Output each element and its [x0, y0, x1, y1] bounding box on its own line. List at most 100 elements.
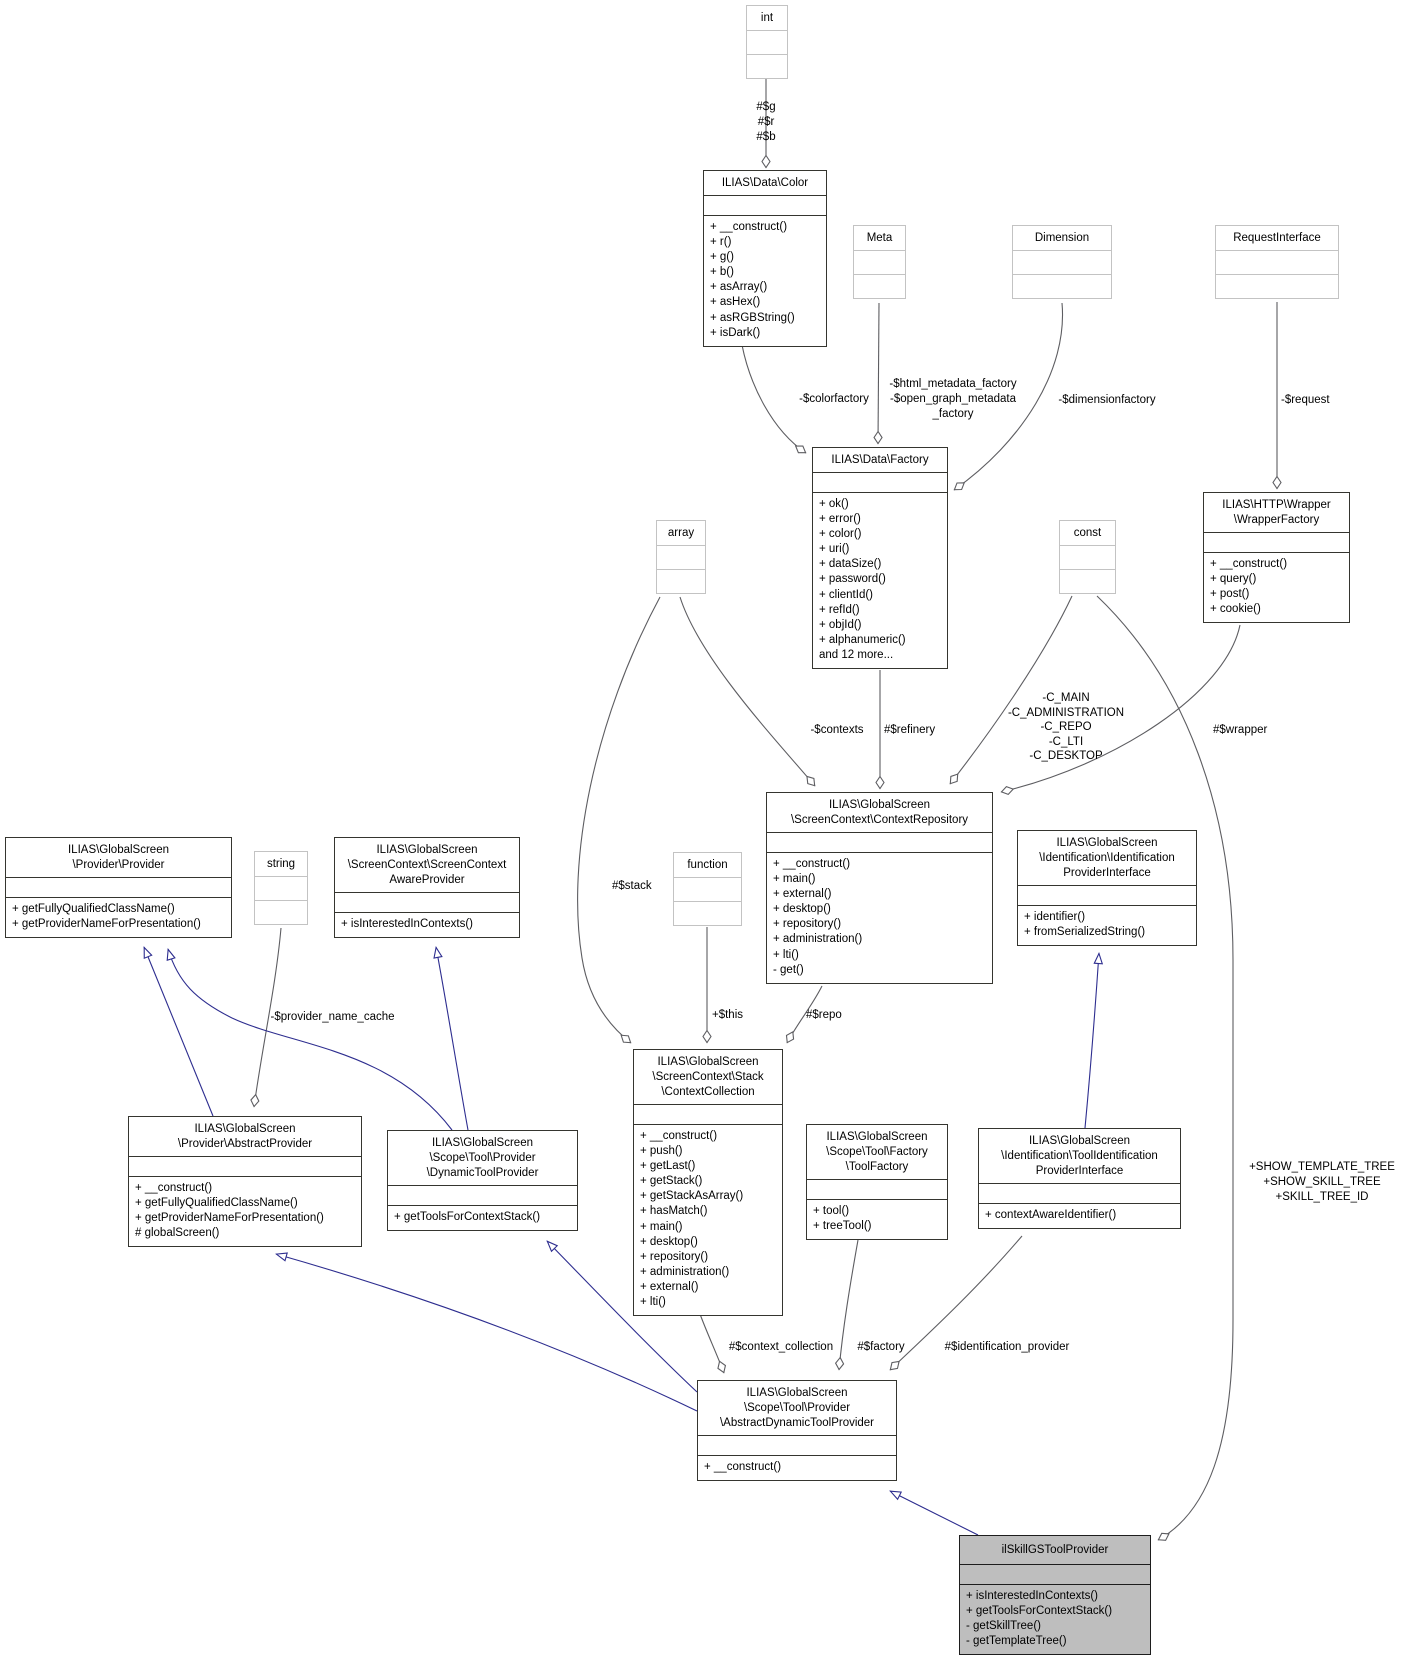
attributes-compartment: [335, 892, 519, 912]
class-node-abstractprovider[interactable]: ILIAS\GlobalScreen\Provider\AbstractProv…: [128, 1116, 362, 1248]
methods-compartment: [747, 54, 787, 78]
attributes-compartment: [747, 30, 787, 54]
edge-label-colorfactory: -$colorfactory: [799, 393, 869, 405]
attributes-compartment: [854, 250, 905, 274]
edge-aggregation-const-ilskillgstoolprovider: [1096, 595, 1234, 1541]
attributes-compartment: [704, 195, 826, 215]
type-title: Dimension: [1034, 232, 1090, 244]
type-title: string: [266, 858, 296, 870]
attributes-compartment: [1013, 250, 1111, 274]
edge-label-metadata-factory: -$html_metadata_factory-$open_graph_meta…: [889, 378, 1017, 420]
class-title: ILIAS\GlobalScreen\Scope\Tool\Factory\To…: [826, 1131, 928, 1173]
edge-aggregation-meta-factory: [873, 302, 883, 445]
edge-inheritance-abstractdynamictoolprovider-abstractprovider: [275, 1252, 698, 1412]
class-node-toolidentificationproviderinterface[interactable]: ILIAS\GlobalScreen\Identification\ToolId…: [978, 1128, 1181, 1230]
edge-label-wrapper: #$wrapper: [1213, 724, 1268, 736]
attributes-compartment: [1204, 532, 1349, 552]
attributes-compartment: [813, 472, 947, 492]
edge-label-stack: #$stack: [612, 880, 652, 892]
class-node-provider-provider[interactable]: ILIAS\GlobalScreen\Provider\Provider + g…: [5, 837, 232, 939]
class-title: ILIAS\GlobalScreen\Scope\Tool\Provider\D…: [426, 1137, 539, 1179]
edge-label-skill-constants: +SHOW_TEMPLATE_TREE+SHOW_SKILL_TREE+SKIL…: [1249, 1161, 1395, 1203]
edge-label-request: -$request: [1281, 394, 1330, 406]
class-title: ILIAS\Data\Color: [721, 177, 809, 189]
methods-compartment: + ok()+ error()+ color()+ uri()+ dataSiz…: [813, 492, 947, 668]
attributes-compartment: [1216, 250, 1338, 274]
edge-inheritance-ilskillgstoolprovider-abstractdynamictoolprovider: [889, 1490, 979, 1536]
methods-compartment: [255, 900, 307, 924]
edge-label-dimensionfactory: -$dimensionfactory: [1058, 394, 1156, 406]
edge-label-factory: #$factory: [857, 1341, 905, 1353]
edge-aggregation-array-contextrepository: [679, 596, 816, 787]
attributes-compartment: [388, 1185, 577, 1205]
edge-label-repo: #$repo: [806, 1009, 842, 1021]
edge-aggregation-toolfactory-abstractdynamictoolprovider: [834, 1239, 859, 1371]
edge-inheritance-abstractdynamictoolprovider-dynamictoolprovider: [546, 1240, 698, 1393]
methods-compartment: + isInterestedInContexts(): [335, 912, 519, 937]
class-node-ilias-data-color[interactable]: ILIAS\Data\Color + __construct()+ r()+ g…: [703, 170, 827, 347]
attributes-compartment: [129, 1156, 361, 1176]
class-title: ILIAS\Data\Factory: [831, 454, 929, 466]
class-node-contextrepository[interactable]: ILIAS\GlobalScreen\ScreenContext\Context…: [766, 792, 993, 984]
class-node-ilskillgstoolprovider-current: ilSkillGSToolProvider + isInterestedInCo…: [959, 1535, 1151, 1656]
attributes-compartment: [255, 876, 307, 900]
edge-aggregation-array-contextcollection: [577, 596, 661, 1044]
edge-aggregation-const-contextrepository: [949, 595, 1073, 785]
methods-compartment: + __construct()+ query()+ post()+ cookie…: [1204, 552, 1349, 622]
edge-inheritance-abstractprovider-provider: [143, 946, 214, 1117]
attributes-compartment: [1060, 545, 1115, 569]
class-title: ILIAS\GlobalScreen\ScreenContext\ScreenC…: [347, 844, 507, 886]
class-node-identificationproviderinterface[interactable]: ILIAS\GlobalScreen\Identification\Identi…: [1017, 830, 1197, 947]
methods-compartment: [674, 901, 741, 925]
type-node-meta: Meta: [853, 225, 906, 299]
methods-compartment: + identifier()+ fromSerializedString(): [1018, 905, 1196, 945]
attributes-compartment: [657, 545, 705, 569]
attributes-compartment: [979, 1183, 1180, 1203]
class-title: ILIAS\GlobalScreen\Identification\Identi…: [1039, 837, 1175, 879]
edge-aggregation-color-factory: [741, 344, 807, 454]
attributes-compartment: [1018, 885, 1196, 905]
class-title: ILIAS\HTTP\Wrapper\WrapperFactory: [1222, 499, 1331, 526]
edge-aggregation-dimension-factory: [953, 302, 1064, 491]
class-node-ilias-data-factory[interactable]: ILIAS\Data\Factory + ok()+ error()+ colo…: [812, 447, 948, 670]
type-node-int: int: [746, 5, 788, 79]
class-node-abstractdynamictoolprovider[interactable]: ILIAS\GlobalScreen\Scope\Tool\Provider\A…: [697, 1380, 897, 1482]
edge-inheritance-toolidentification-identificationprovider: [1084, 952, 1104, 1129]
edge-aggregation-string-abstractprovider: [250, 927, 282, 1108]
class-node-dynamictoolprovider[interactable]: ILIAS\GlobalScreen\Scope\Tool\Provider\D…: [387, 1130, 578, 1232]
type-title: function: [687, 859, 728, 871]
edge-label-this: +$this: [712, 1009, 744, 1021]
type-node-array: array: [656, 520, 706, 594]
attributes-compartment: [634, 1104, 782, 1124]
methods-compartment: + __construct()+ r()+ g()+ b()+ asArray(…: [704, 215, 826, 346]
type-node-const: const: [1059, 520, 1116, 594]
class-node-toolfactory[interactable]: ILIAS\GlobalScreen\Scope\Tool\Factory\To…: [806, 1124, 948, 1241]
methods-compartment: [1060, 569, 1115, 593]
type-node-requestinterface: RequestInterface: [1215, 225, 1339, 299]
class-title: ILIAS\GlobalScreen\ScreenContext\Context…: [790, 799, 969, 826]
edge-inheritance-dynamictoolprovider-provider: [166, 948, 453, 1131]
edge-label-contexts: -$contexts: [810, 724, 864, 736]
type-node-function: function: [673, 852, 742, 926]
type-node-string: string: [254, 851, 308, 925]
methods-compartment: [1216, 274, 1338, 298]
class-title: ilSkillGSToolProvider: [1001, 1544, 1109, 1556]
class-node-screencontextawareprovider[interactable]: ILIAS\GlobalScreen\ScreenContext\ScreenC…: [334, 837, 520, 939]
attributes-compartment: [960, 1564, 1150, 1584]
methods-compartment: [657, 569, 705, 593]
methods-compartment: + __construct()+ push()+ getLast()+ getS…: [634, 1124, 782, 1315]
methods-compartment: + __construct(): [698, 1455, 896, 1480]
edge-inheritance-dynamictoolprovider-screencontextawareprovider: [433, 946, 469, 1131]
class-node-ilias-http-wrapper-wrapperfactory[interactable]: ILIAS\HTTP\Wrapper\WrapperFactory + __co…: [1203, 492, 1350, 624]
edge-aggregation-toolidentification-abstractdynamictoolprovider: [889, 1235, 1023, 1371]
class-title: ILIAS\GlobalScreen\Identification\ToolId…: [1001, 1135, 1158, 1177]
edge-label-int-color: #$g#$r#$b: [756, 101, 776, 143]
methods-compartment: + isInterestedInContexts()+ getToolsForC…: [960, 1584, 1150, 1654]
methods-compartment: + getToolsForContextStack(): [388, 1205, 577, 1230]
methods-compartment: [1013, 274, 1111, 298]
class-node-contextcollection[interactable]: ILIAS\GlobalScreen\ScreenContext\Stack\C…: [633, 1049, 783, 1317]
class-title: ILIAS\GlobalScreen\Scope\Tool\Provider\A…: [719, 1387, 875, 1429]
edge-aggregation-contextcollection-abstractdynamictoolprovider: [699, 1313, 727, 1374]
